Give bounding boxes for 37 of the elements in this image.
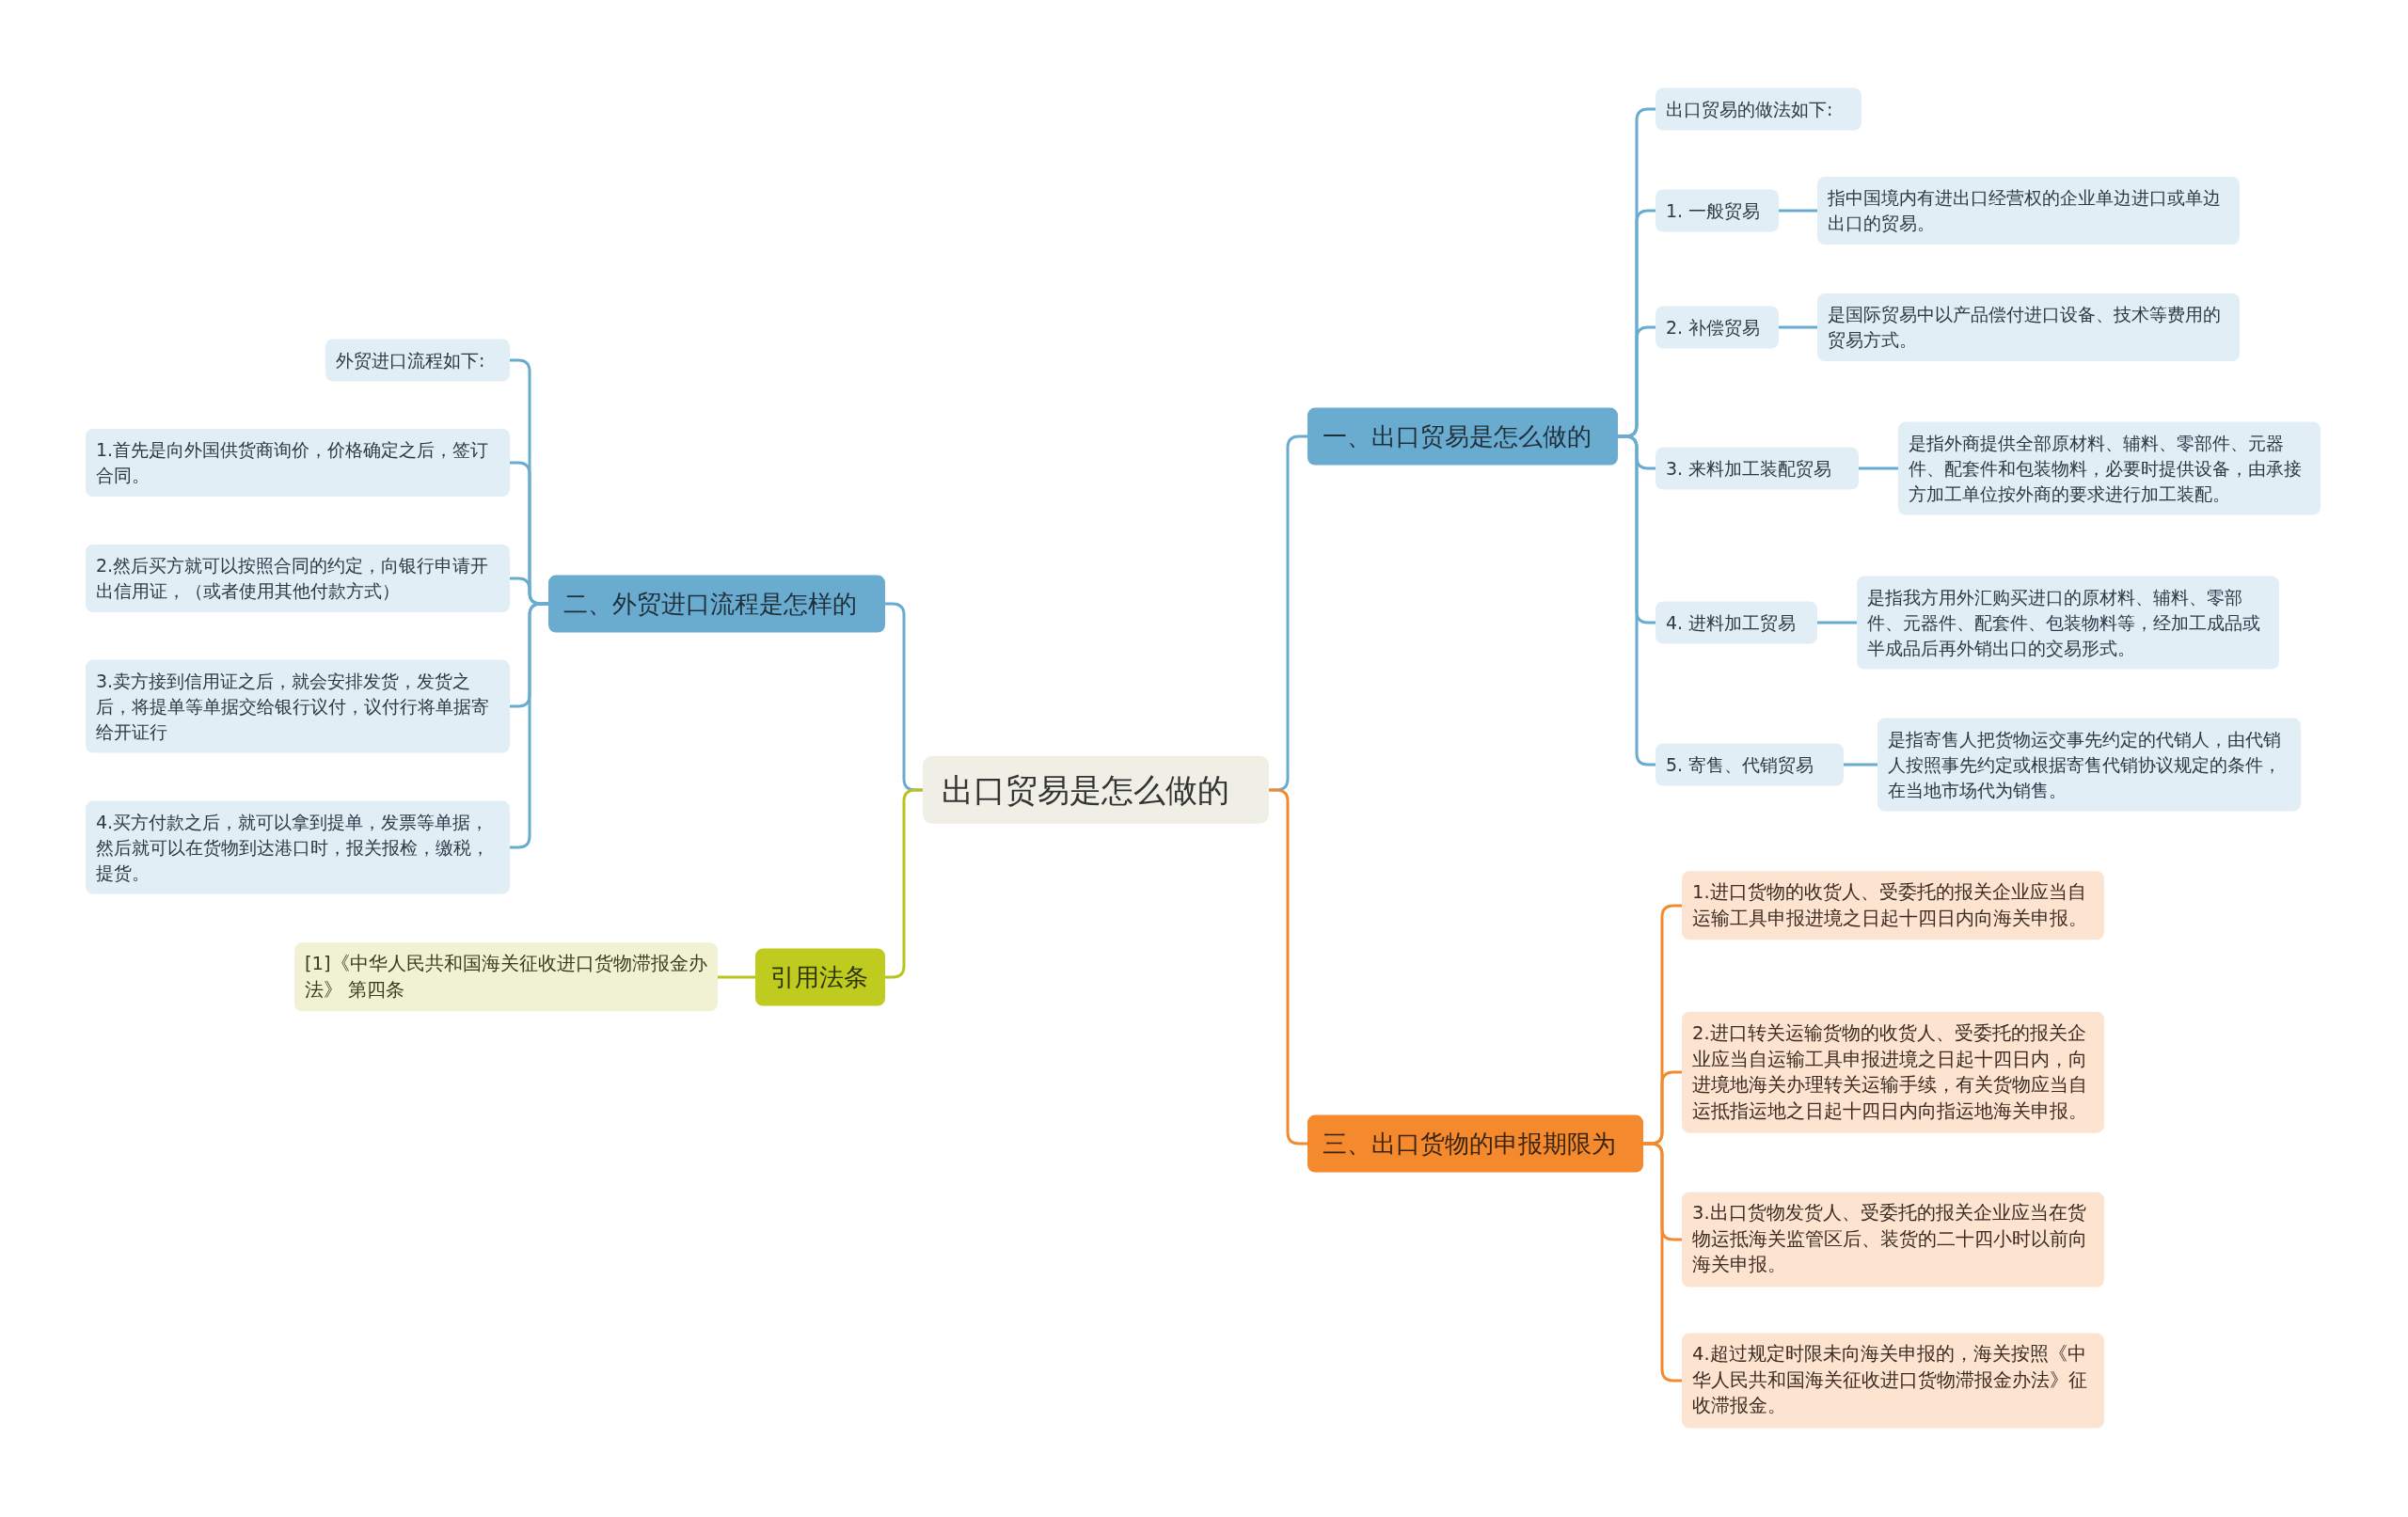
- branch-topic: 一、出口贸易是怎么做的: [1307, 407, 1618, 466]
- connector-line: [1844, 763, 1877, 766]
- subtopic-box: 出口贸易的做法如下:: [1656, 87, 1861, 131]
- note-box: 是指寄售人把货物运交事先约定的代销人，由代销人按照事先约定或根据寄售代销协议规定的条件，在当地市场代为销售。: [1877, 718, 2301, 812]
- branch-topic: 三、出口货物的申报期限为: [1307, 1114, 1643, 1173]
- note-box: 是指我方用外汇购买进口的原材料、辅料、零部件、元器件、配套件、包装物料等，经加工成品或半成品后再外销出口的交易形式。: [1857, 576, 2279, 670]
- subtopic-box: 3. 来料加工装配贸易: [1656, 447, 1859, 490]
- connector-line: [1859, 466, 1898, 470]
- subtopic-box: 3.卖方接到信用证之后，就会安排发货，发货之后，将提单等单据交给银行议付，议付行将单据寄给开证行: [86, 659, 510, 753]
- subtopic-box: 3.出口货物发货人、受委托的报关企业应当在货物运抵海关监管区后、装货的二十四小时以前向海关申报。: [1682, 1192, 2104, 1288]
- connector-line: [1779, 209, 1817, 213]
- note-box: 是国际贸易中以产品偿付进口设备、技术等费用的贸易方式。: [1817, 293, 2240, 361]
- subtopic-box: 4.超过规定时限未向海关申报的，海关按照《中华人民共和国海关征收进口货物滞报金办法》征收滞报金。: [1682, 1333, 2104, 1429]
- connector-line: [1618, 435, 1656, 766]
- connector-line: [885, 788, 923, 979]
- subtopic-box: 2.然后买方就可以按照合同的约定，向银行申请开出信用证，（或者使用其他付款方式）: [86, 545, 510, 612]
- reference-box: [1]《中华人民共和国海关征收进口货物滞报金办法》 第四条: [294, 942, 718, 1012]
- connector-line: [1817, 621, 1857, 624]
- connector-line: [1269, 788, 1307, 1146]
- connector-line: [510, 602, 548, 849]
- branch-topic: 二、外贸进口流程是怎样的: [548, 575, 885, 633]
- central-topic: 出口贸易是怎么做的: [923, 755, 1269, 825]
- branch-topic: 引用法条: [755, 948, 885, 1006]
- subtopic-box: 1.进口货物的收货人、受委托的报关企业应当自运输工具申报进境之日起十四日内向海关申报。: [1682, 871, 2104, 940]
- subtopic-box: 4.买方付款之后，就可以拿到提单，发票等单据，然后就可以在货物到达港口时，报关报检，缴税，提货。: [86, 800, 510, 894]
- note-box: 是指外商提供全部原材料、辅料、零部件、元器件、配套件和包装物料，必要时提供设备，由承接方加工单位按外商的要求进行加工装配。: [1898, 421, 2321, 515]
- connector-line: [1779, 325, 1817, 329]
- subtopic-box: 1. 一般贸易: [1656, 189, 1779, 232]
- note-box: 指中国境内有进出口经营权的企业单边进口或单边出口的贸易。: [1817, 177, 2240, 245]
- subtopic-box: 5. 寄售、代销贸易: [1656, 743, 1844, 786]
- subtopic-box: 外贸进口流程如下:: [325, 339, 510, 382]
- subtopic-box: 2. 补偿贸易: [1656, 306, 1779, 349]
- subtopic-box: 1.首先是向外国供货商询价，价格确定之后，签订合同。: [86, 429, 510, 497]
- connector-line: [718, 975, 755, 979]
- subtopic-box: 4. 进料加工贸易: [1656, 601, 1817, 644]
- subtopic-box: 2.进口转关运输货物的收货人、受委托的报关企业应当自运输工具申报进境之日起十四日内，向进境地海关办理转关运输手续，有关货物应当自运抵指运地之日起十四日内向指运地海关申报。: [1682, 1011, 2104, 1133]
- connector-line: [1643, 1142, 1682, 1383]
